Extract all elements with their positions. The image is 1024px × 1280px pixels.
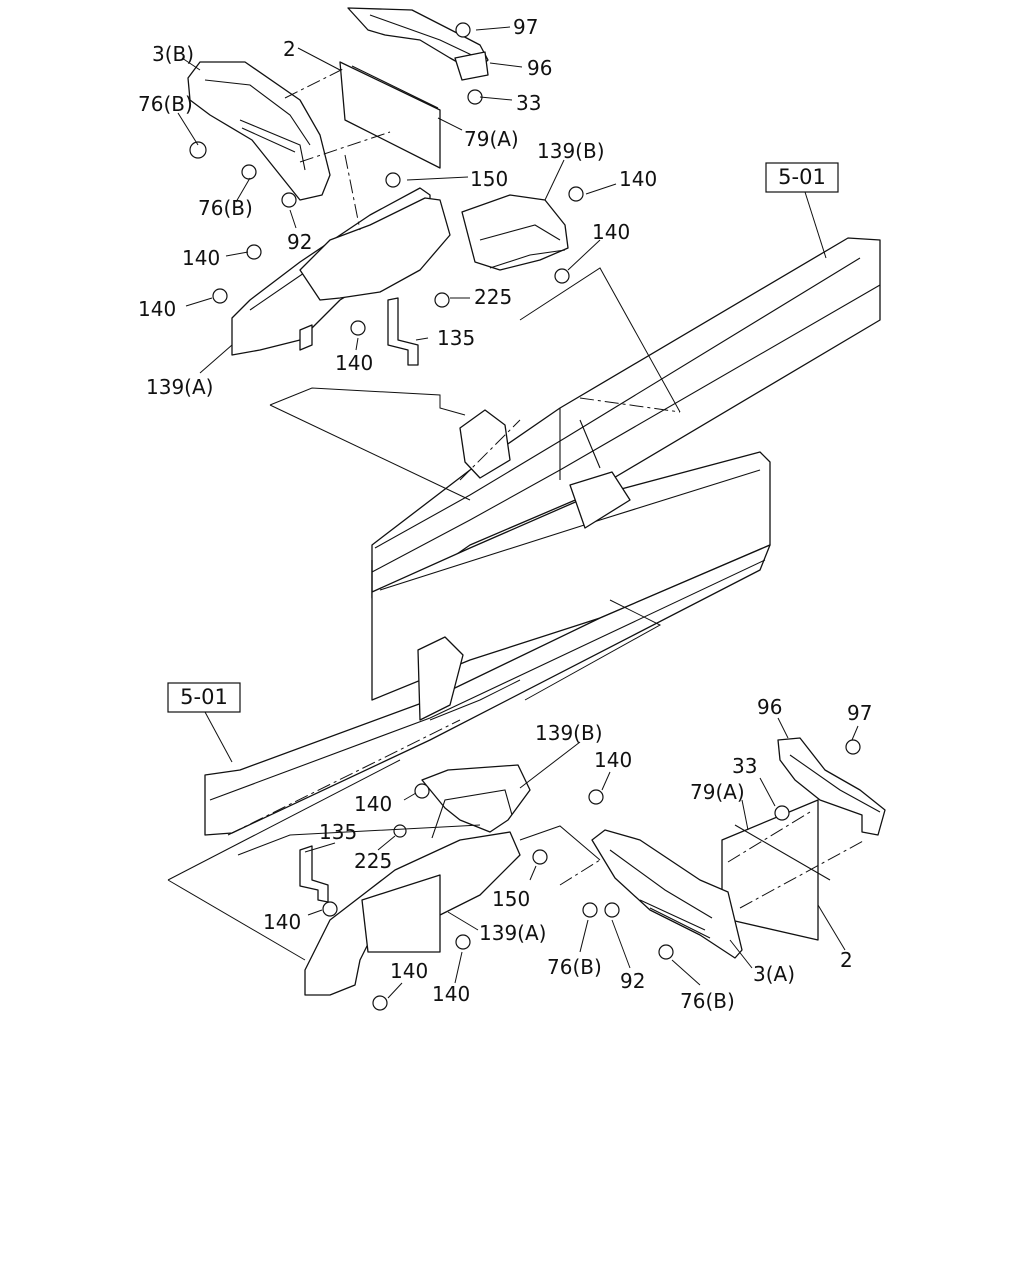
lower-stay-139b [421, 764, 531, 839]
callout-96-lower: 96 [757, 695, 782, 719]
upper-mud-flap-bracket-3b [187, 61, 331, 201]
callout-139b-lower: 139(B) [535, 721, 603, 745]
callout-140-lower-b: 140 [354, 792, 392, 816]
callout-135-lower: 135 [319, 820, 357, 844]
section-ref-lower: 5-01 [167, 682, 241, 763]
lower-clip-135 [299, 845, 329, 903]
callout-140-upper-c: 140 [592, 220, 630, 244]
callout-225-upper: 225 [474, 285, 512, 309]
callout-140-upper-a: 140 [619, 167, 657, 191]
lower-hanger-bracket-96 [777, 737, 886, 836]
callout-2-lower: 2 [840, 948, 853, 972]
callout-79a-upper: 79(A) [464, 127, 519, 151]
upper-clip-135 [387, 297, 419, 366]
upper-mud-flap-2 [339, 61, 441, 169]
callout-79a-lower: 79(A) [690, 780, 745, 804]
lower-leaders [304, 717, 859, 999]
upper-phantom-lines [269, 67, 681, 501]
callout-76b-upper-b: 76(B) [198, 196, 253, 220]
upper-rail-gusset [459, 409, 511, 479]
callout-76b-lower-b: 76(B) [680, 989, 735, 1013]
callout-76b-upper-a: 76(B) [138, 92, 193, 116]
lower-stay-plate [361, 874, 441, 953]
section-ref-upper: 5-01 [765, 162, 839, 259]
callout-96-upper: 96 [527, 56, 552, 80]
lower-mud-flap-bracket-3a [591, 829, 743, 959]
callout-140-lower-e: 140 [432, 982, 470, 1006]
lower-callouts: 96 97 139(B) 33 140 79(A) 140 135 225 15… [263, 695, 872, 1013]
lower-frame-rail [204, 544, 771, 836]
upper-stay-plate [299, 197, 451, 301]
callout-140-upper-b: 140 [182, 246, 220, 270]
callout-33-lower: 33 [732, 754, 757, 778]
callout-135-upper: 135 [437, 326, 475, 350]
callout-140-lower-c: 140 [263, 910, 301, 934]
callout-139a-lower: 139(A) [479, 921, 546, 945]
middle-frame-rail [371, 451, 771, 701]
upper-stay-139b [461, 194, 569, 271]
callout-140-lower-d: 140 [390, 959, 428, 983]
lower-stay-139a [304, 831, 521, 996]
callout-33-upper: 33 [516, 91, 541, 115]
callout-139b-upper: 139(B) [537, 139, 605, 163]
callout-92-upper: 92 [287, 230, 312, 254]
callout-97-lower: 97 [847, 701, 872, 725]
rail-crossmember-block [569, 471, 631, 529]
callout-150-upper: 150 [470, 167, 508, 191]
callout-2-upper: 2 [283, 37, 296, 61]
lower-fasteners [322, 739, 861, 1011]
callout-150-lower: 150 [492, 887, 530, 911]
callout-140-upper-d: 140 [138, 297, 176, 321]
callout-140-upper-e: 140 [335, 351, 373, 375]
upper-stay-139a [231, 187, 451, 356]
callout-3a: 3(A) [753, 962, 795, 986]
upper-callouts: 97 96 3(B) 2 33 76(B) 79(A) 139(B) 150 1… [138, 15, 657, 399]
callout-225-lower: 225 [354, 849, 392, 873]
callout-3b: 3(B) [152, 42, 194, 66]
upper-leaders [177, 26, 617, 374]
upper-clamp-block [454, 51, 489, 81]
upper-hanger-bracket-96 [347, 7, 489, 81]
lower-phantom-lines [167, 599, 866, 961]
lower-mud-flap-2 [721, 799, 831, 941]
callout-92-lower: 92 [620, 969, 645, 993]
callout-97-upper: 97 [513, 15, 538, 39]
lower-rail-gusset [417, 636, 464, 721]
callout-76b-lower-a: 76(B) [547, 955, 602, 979]
callout-139a-upper: 139(A) [146, 375, 213, 399]
section-ref-upper-label: 5-01 [778, 165, 826, 189]
callout-140-lower-a: 140 [594, 748, 632, 772]
section-ref-lower-label: 5-01 [180, 685, 228, 709]
